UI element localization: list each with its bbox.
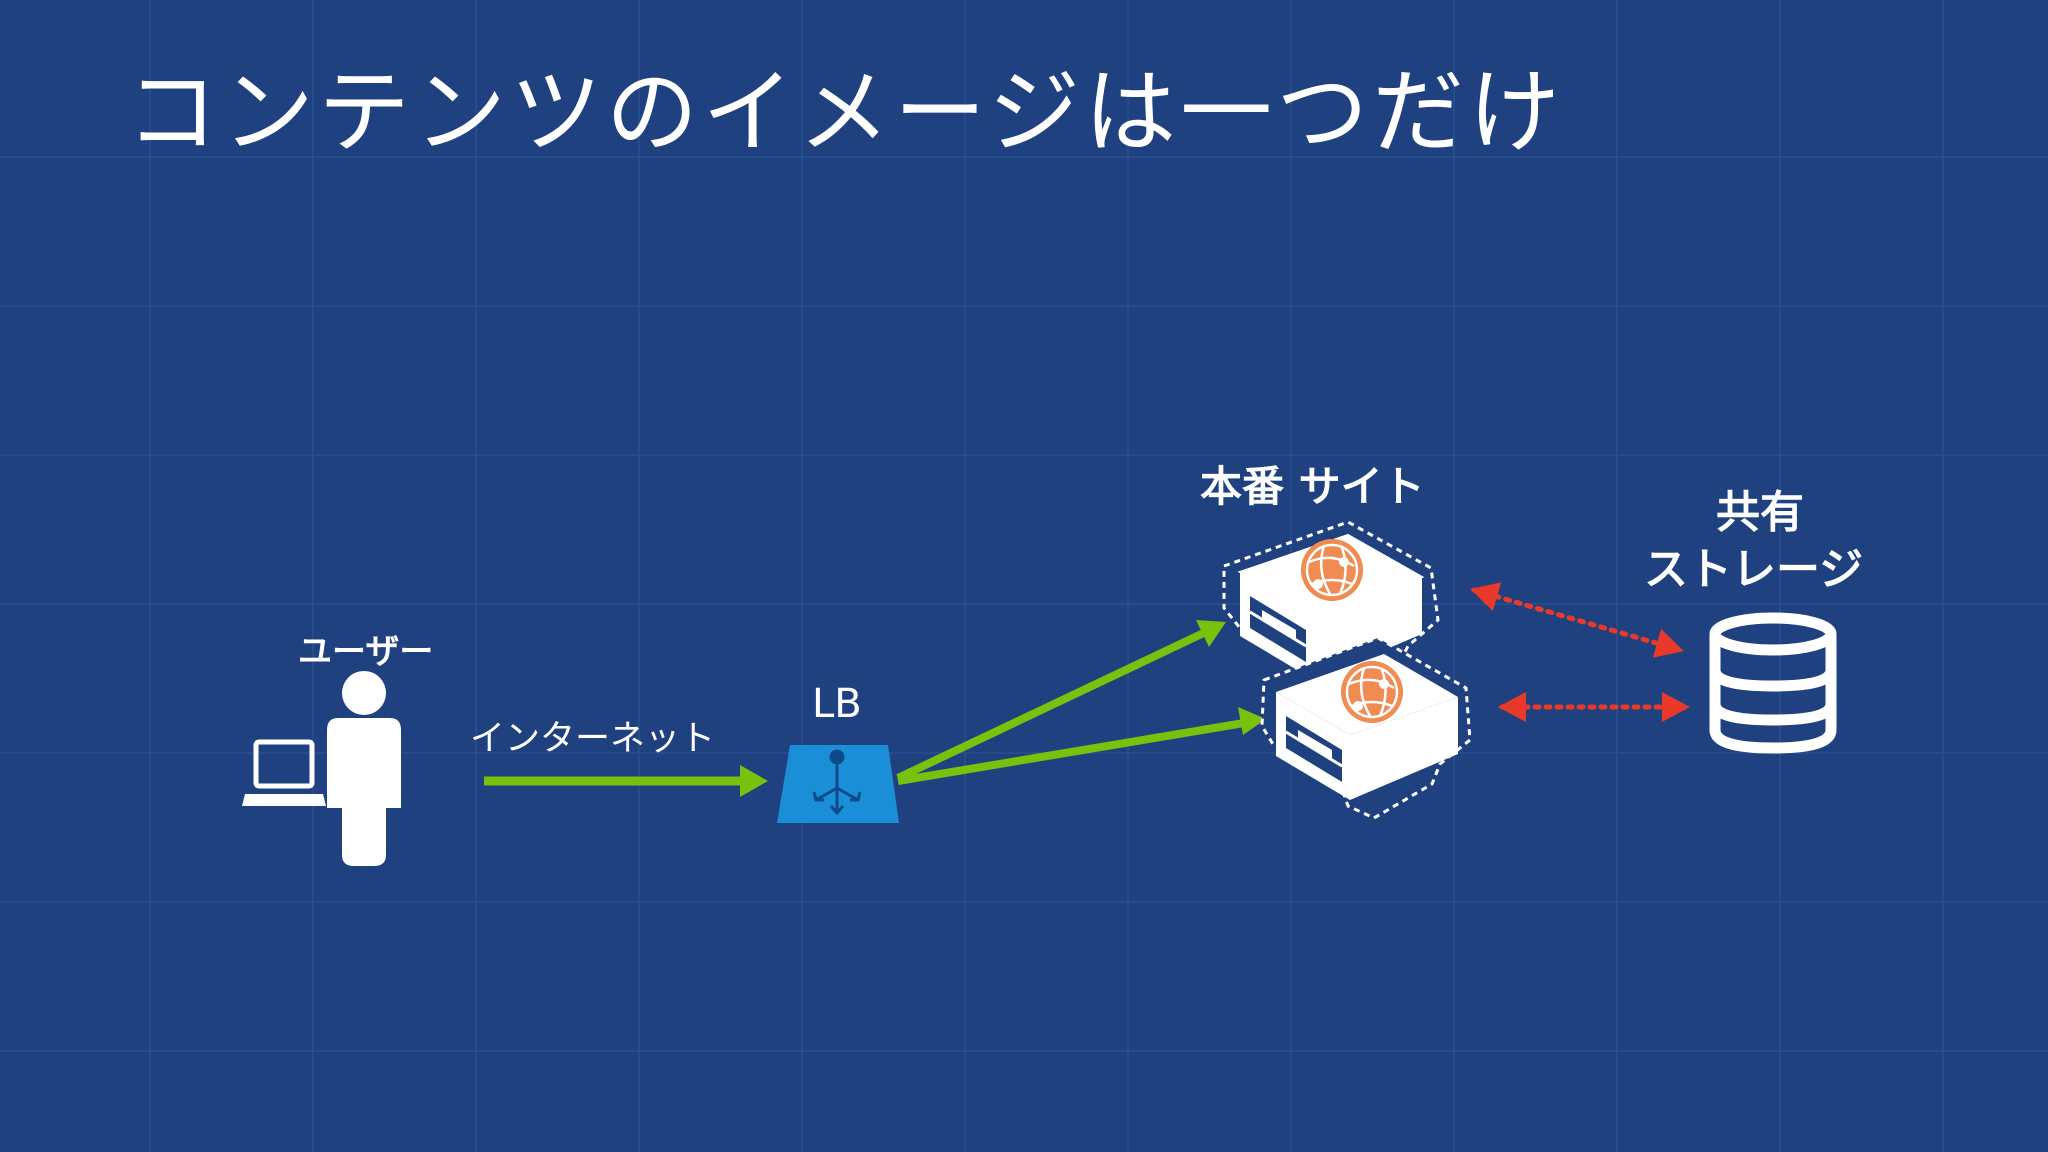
- web-server-icon: [1222, 520, 1440, 706]
- laptop-icon: [242, 739, 326, 806]
- production-site-label: 本番 サイト: [1200, 462, 1425, 511]
- slide-title: コンテンツのイメージは一つだけ: [126, 59, 1565, 166]
- web-server-icon: [1260, 636, 1472, 820]
- internet-label: インターネット: [470, 719, 716, 759]
- lb-to-server2-arrowhead: [1238, 707, 1266, 735]
- lb-to-server1-arrow: [896, 625, 1214, 782]
- database-icon: [1709, 612, 1837, 754]
- lb-to-server2-arrow: [897, 718, 1251, 785]
- lb-label: LB: [812, 681, 862, 727]
- user-icon: [327, 671, 401, 866]
- lb-to-server1-arrowhead: [1196, 620, 1226, 647]
- load-balancer-icon: [777, 745, 899, 823]
- shared-storage-label-line1: 共有: [1716, 487, 1804, 538]
- shared-storage-label-line2: ストレージ: [1644, 544, 1864, 595]
- user-label: ユーザー: [298, 632, 434, 672]
- internet-arrowhead: [740, 765, 768, 797]
- storage-sync-arrow: [1470, 582, 1684, 658]
